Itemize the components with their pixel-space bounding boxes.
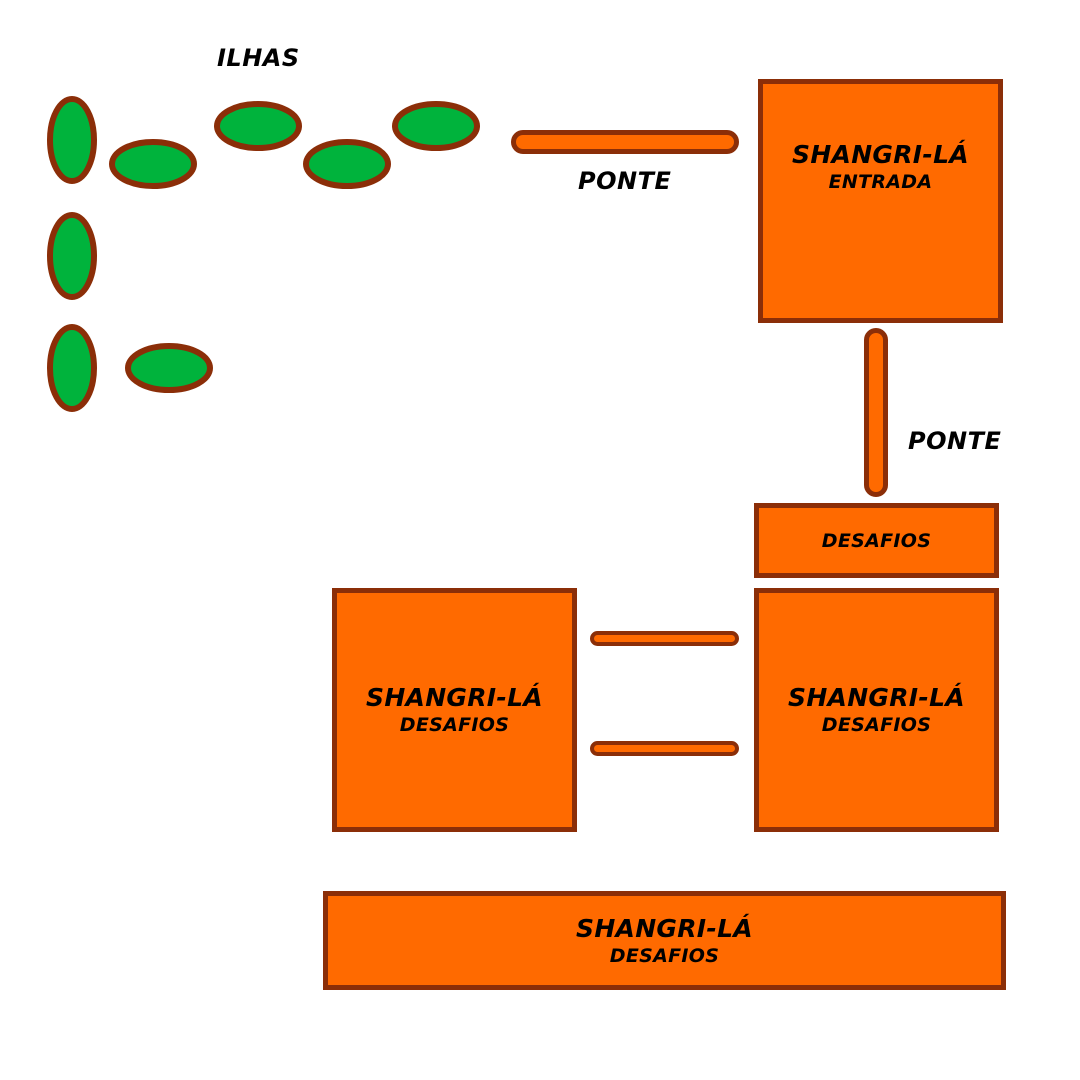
island bbox=[47, 212, 97, 300]
bridge-vertical-label: PONTE bbox=[908, 427, 1002, 455]
challenges-right-title: SHANGRI-LÁ bbox=[788, 683, 965, 712]
island bbox=[109, 139, 197, 189]
challenges-left-title: SHANGRI-LÁ bbox=[366, 683, 543, 712]
challenges-small-block: DESAFIOS bbox=[754, 503, 999, 578]
challenges-bottom-title: SHANGRI-LÁ bbox=[576, 913, 753, 943]
island bbox=[392, 101, 480, 151]
challenges-left-block: SHANGRI-LÁ DESAFIOS bbox=[332, 588, 577, 832]
island bbox=[303, 139, 391, 189]
bridge-connector-lower bbox=[590, 741, 739, 756]
entrance-title: SHANGRI-LÁ bbox=[792, 140, 969, 169]
challenges-left-subtitle: DESAFIOS bbox=[399, 714, 510, 736]
islands-label: ILHAS bbox=[217, 44, 300, 72]
bridge-vertical bbox=[864, 328, 888, 497]
island bbox=[47, 96, 97, 184]
challenges-right-subtitle: DESAFIOS bbox=[821, 714, 932, 736]
challenges-right-block: SHANGRI-LÁ DESAFIOS bbox=[754, 588, 999, 832]
challenges-bottom-block: SHANGRI-LÁ DESAFIOS bbox=[323, 891, 1006, 990]
island bbox=[214, 101, 302, 151]
entrance-subtitle: ENTRADA bbox=[828, 171, 933, 193]
challenges-bottom-subtitle: DESAFIOS bbox=[609, 944, 720, 967]
entrance-block: SHANGRI-LÁ ENTRADA bbox=[758, 79, 1003, 323]
island bbox=[125, 343, 213, 393]
island bbox=[47, 324, 97, 412]
challenges-small-subtitle: DESAFIOS bbox=[821, 529, 932, 552]
bridge-connector-upper bbox=[590, 631, 739, 646]
bridge-top-label: PONTE bbox=[578, 167, 672, 195]
bridge-top bbox=[511, 130, 739, 154]
